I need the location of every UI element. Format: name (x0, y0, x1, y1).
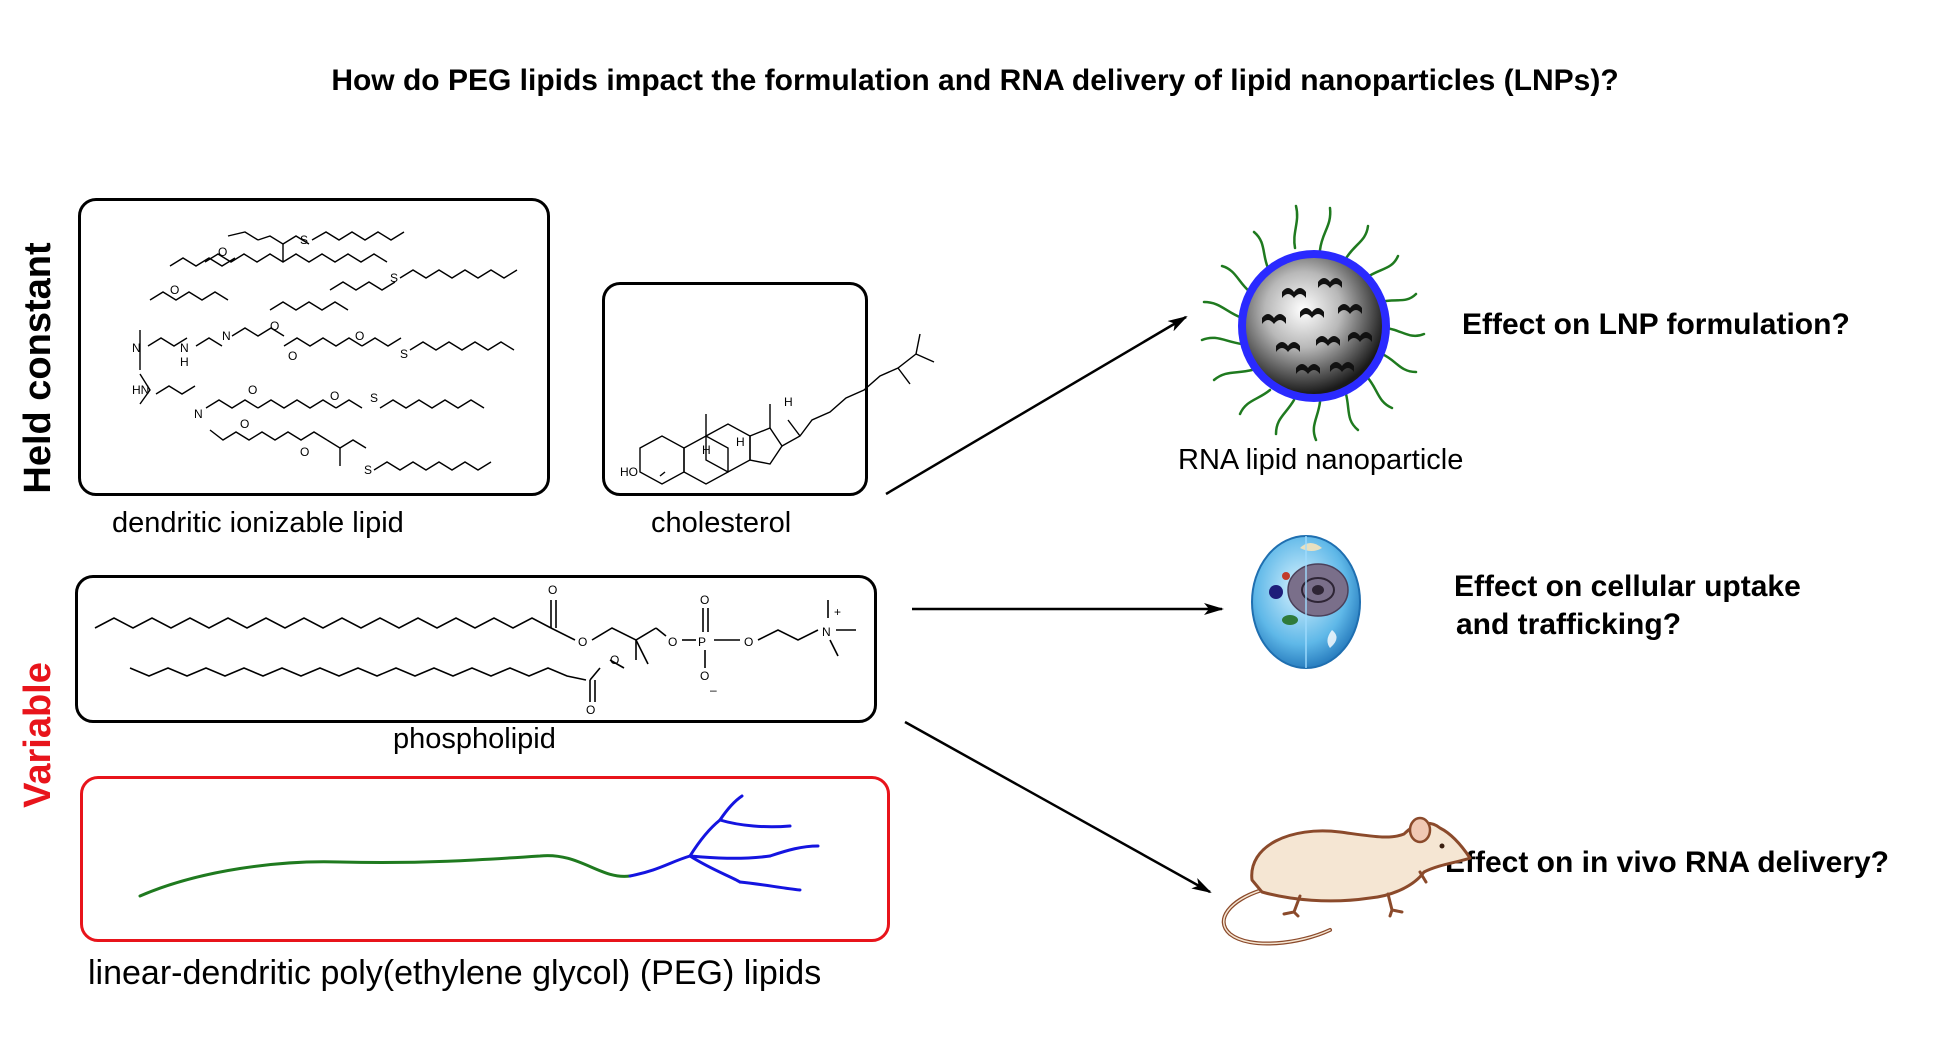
nitrogen-label: N (194, 407, 203, 421)
mouse-eye (1439, 843, 1445, 849)
nitrogen-label: N (132, 341, 141, 355)
effect-uptake-text-line2: and trafficking? (1456, 608, 1682, 641)
amine-h-label: H (180, 355, 189, 369)
minus-label: – (710, 683, 717, 697)
oxygen-label: O (300, 445, 309, 459)
sulfur-label: S (370, 391, 378, 405)
nitrogen-label: N (822, 625, 831, 639)
sulfur-label: S (300, 233, 308, 247)
phospholipid-caption: phospholipid (393, 723, 556, 755)
effect-delivery-text: Effect on in vivo RNA delivery? (1445, 846, 1889, 879)
oxygen-label: O (248, 383, 257, 397)
hydrogen-label: H (784, 395, 793, 409)
lnp-core (1246, 258, 1382, 394)
hydrogen-label: H (702, 443, 711, 457)
oxygen-label: O (240, 417, 249, 431)
arrow-to-lnp (885, 315, 1188, 496)
oxygen-label: O (578, 635, 587, 649)
ionizable-lipid-caption: dendritic ionizable lipid (112, 507, 404, 539)
mouse-body (1250, 821, 1472, 903)
peg-dendron (628, 794, 820, 892)
amine-label: N (180, 341, 189, 355)
page-title: How do PEG lipids impact the formulation… (331, 64, 1619, 97)
oxygen-label: O (610, 653, 619, 667)
oxygen-label: O (700, 669, 709, 683)
oxygen-label: O (330, 389, 339, 403)
mouse-illustration (1221, 816, 1472, 946)
cholesterol-box (602, 282, 868, 496)
oxygen-label: O (548, 583, 557, 597)
arrow-to-mouse (904, 720, 1212, 894)
phospholipid-box (75, 575, 877, 723)
oxygen-label: O (668, 635, 677, 649)
effect-formulation-text: Effect on LNP formulation? (1462, 308, 1850, 341)
hydrogen-label: H (736, 435, 745, 449)
phospholipid-structure: O O O O O P O O – O N + (94, 583, 856, 717)
oxygen-label: O (700, 593, 709, 607)
sulfur-label: S (364, 463, 372, 477)
amine-label: HN (132, 383, 149, 397)
peg-lipid-drawing (138, 794, 820, 898)
sulfur-label: S (390, 271, 398, 285)
oxygen-label: O (170, 283, 179, 297)
sulfur-label: S (400, 347, 408, 361)
effect-uptake-text-line1: Effect on cellular uptake (1454, 570, 1801, 603)
ionizable-lipid-structure: S O O S O N N H N O O S HN N O (132, 231, 518, 477)
ionizable-lipid-box (78, 198, 550, 496)
lnp-rna-cargo (1262, 278, 1372, 374)
oxygen-label: O (270, 319, 279, 333)
oxygen-label: O (355, 329, 364, 343)
cell-illustration (1251, 535, 1361, 669)
mouse-tail-inner (1223, 889, 1331, 945)
cholesterol-structure: HO H H H (620, 333, 935, 485)
oxygen-label: O (744, 635, 753, 649)
nitrogen-label: N (222, 329, 231, 343)
peg-linear-chain (138, 854, 632, 898)
plus-label: + (834, 605, 841, 619)
mouse-ear (1408, 816, 1432, 844)
lnp-illustration (1200, 204, 1426, 442)
oxygen-label: O (288, 349, 297, 363)
phosphorus-label: P (698, 635, 706, 649)
oxygen-label: O (586, 703, 595, 717)
cholesterol-caption: cholesterol (651, 507, 792, 539)
oxygen-label: O (218, 245, 227, 259)
peg-lipid-caption: linear-dendritic poly(ethylene glycol) (… (88, 954, 822, 992)
hydroxyl-label: HO (620, 465, 638, 479)
lnp-caption: RNA lipid nanoparticle (1178, 444, 1464, 476)
